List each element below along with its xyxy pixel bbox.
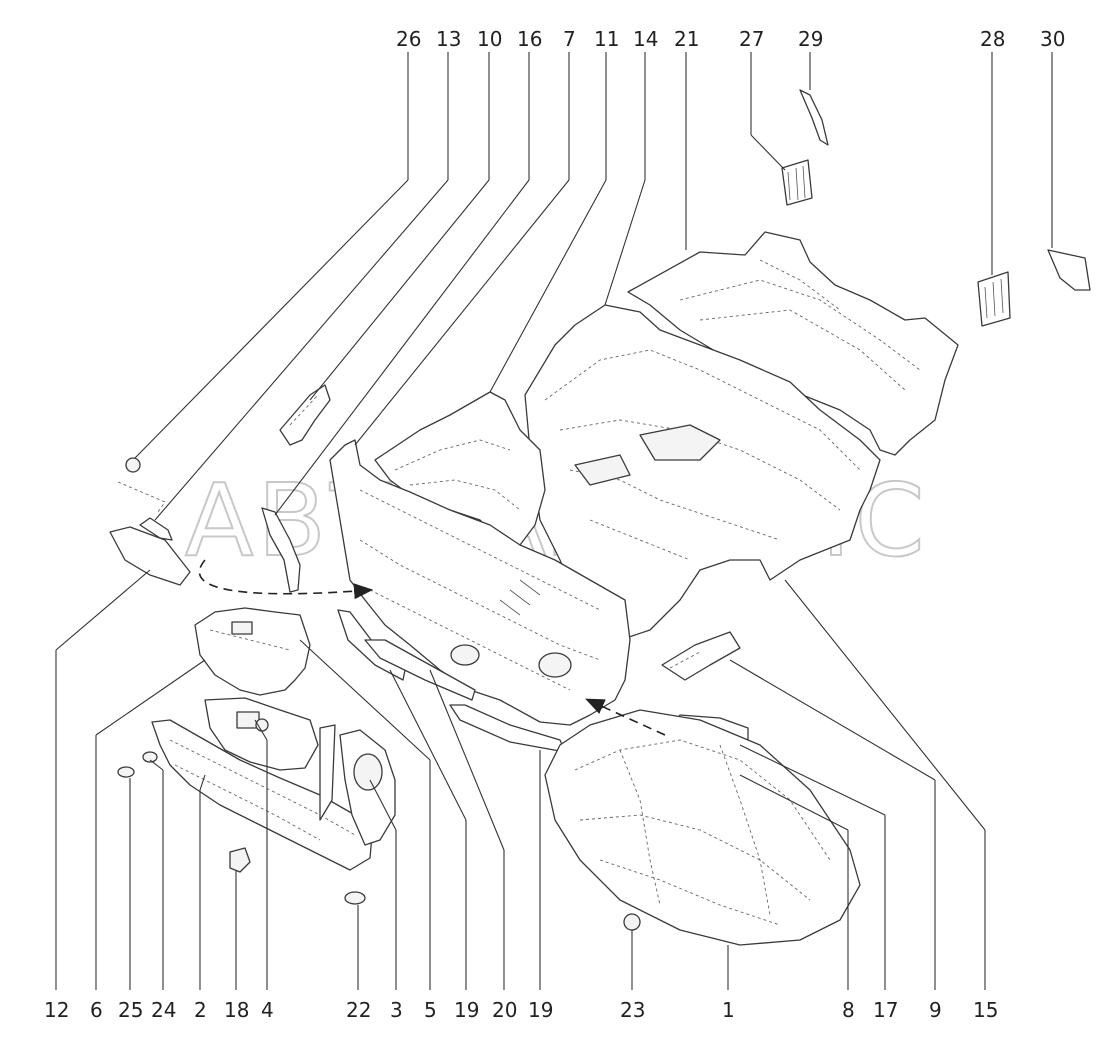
part-5-strip: [319, 724, 336, 821]
callout-15: 15: [973, 998, 998, 1022]
callout-12: 12: [44, 998, 69, 1022]
clip-24: [142, 751, 158, 763]
clip-18: [229, 847, 251, 873]
part-2-dash-pad-lower: [151, 719, 373, 871]
callout-13: 13: [436, 27, 461, 51]
clip-25: [117, 766, 135, 778]
part-dash-insulator: [329, 439, 631, 726]
callout-9: 9: [929, 998, 942, 1022]
callout-24: 24: [151, 998, 176, 1022]
callout-6: 6: [90, 998, 103, 1022]
callout-19b: 19: [528, 998, 553, 1022]
callout-23: 23: [620, 998, 645, 1022]
part-28-pad: [977, 271, 1011, 327]
part-17-bracket: [661, 631, 741, 681]
callout-16: 16: [517, 27, 542, 51]
callout-10: 10: [477, 27, 502, 51]
callout-14: 14: [633, 27, 658, 51]
callout-29: 29: [798, 27, 823, 51]
callout-17: 17: [873, 998, 898, 1022]
part-20-sill-strip: [364, 639, 476, 701]
callout-30: 30: [1040, 27, 1065, 51]
callouts-top: 26 13 10 16 7 11 14 21 27 29 28 30: [396, 27, 1065, 51]
callout-8: 8: [842, 998, 855, 1022]
part-16-side-strip: [261, 507, 301, 593]
part-10-bracket: [279, 384, 331, 446]
callout-21: 21: [674, 27, 699, 51]
callout-18: 18: [224, 998, 249, 1022]
part-30-pad: [1047, 249, 1091, 291]
callout-22: 22: [346, 998, 371, 1022]
callout-28: 28: [980, 27, 1005, 51]
part-27-pad: [781, 159, 813, 206]
clip-23: [623, 913, 641, 931]
callout-20: 20: [492, 998, 517, 1022]
part-12-pad: [109, 517, 191, 586]
part-1-hood-insulator: [544, 709, 861, 946]
part-29-strip: [799, 89, 829, 146]
clip-22: [344, 891, 366, 905]
part-6-dash-pad-upper: [194, 607, 311, 696]
part-3-side-panel: [339, 729, 396, 846]
callouts-bottom: 12 6 25 24 2 18 4 22 3 5 19 20 19 23 1 8…: [44, 998, 998, 1022]
callout-1: 1: [722, 998, 735, 1022]
callout-5: 5: [424, 998, 437, 1022]
callout-26: 26: [396, 27, 421, 51]
callout-27: 27: [739, 27, 764, 51]
clip-26: [117, 457, 166, 513]
part-floor-carpet: [524, 304, 881, 641]
part-4-dash-pad-middle: [204, 697, 319, 771]
callout-4: 4: [261, 998, 274, 1022]
callout-2: 2: [194, 998, 207, 1022]
assembly-arrow-left: [198, 559, 374, 600]
callout-7: 7: [563, 27, 576, 51]
callout-25: 25: [118, 998, 143, 1022]
leader-lines: [55, 52, 1053, 990]
callout-19: 19: [454, 998, 479, 1022]
callout-11: 11: [594, 27, 619, 51]
callout-3: 3: [390, 998, 403, 1022]
